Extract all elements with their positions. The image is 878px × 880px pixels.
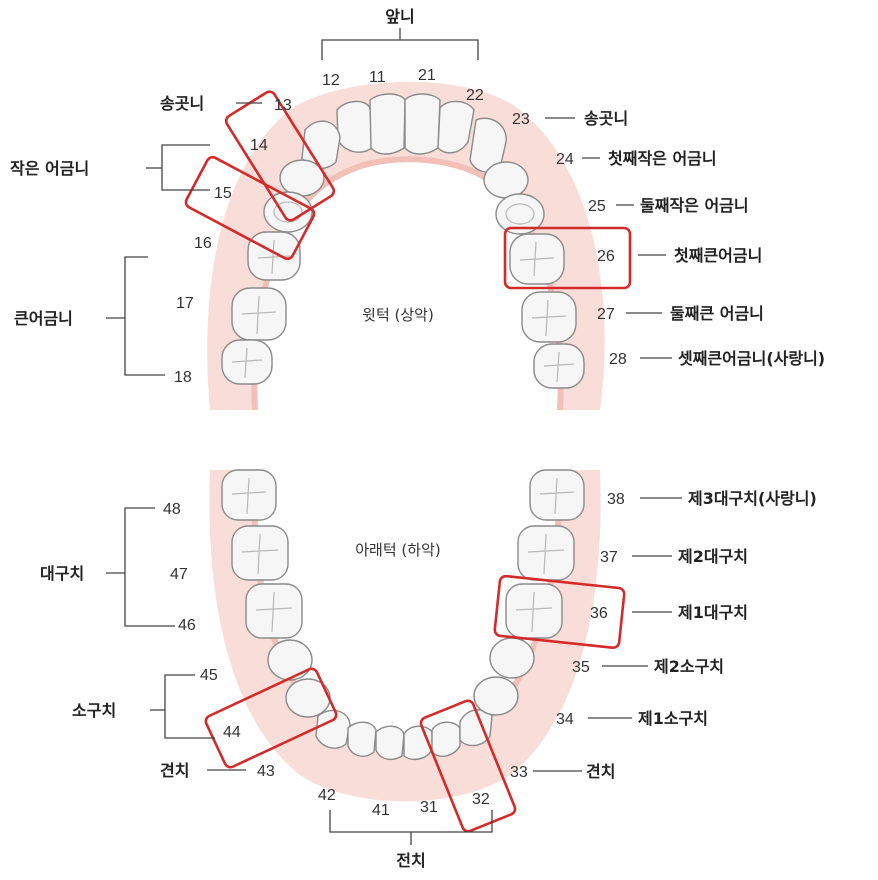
num-36: 36 xyxy=(590,605,608,622)
label-lower-molar-left: 대구치 xyxy=(40,564,84,583)
label-premolar-left: 작은 어금니 xyxy=(10,159,89,178)
num-23: 23 xyxy=(512,111,530,128)
num-37: 37 xyxy=(600,549,618,566)
tooth-18 xyxy=(222,340,272,384)
tooth-11 xyxy=(370,94,405,154)
num-45: 45 xyxy=(200,667,218,684)
label-tooth-36: 제1대구치 xyxy=(678,603,748,622)
num-31: 31 xyxy=(420,799,438,816)
num-17: 17 xyxy=(176,295,194,312)
num-24: 24 xyxy=(556,151,574,168)
num-38: 38 xyxy=(607,491,625,508)
num-21: 21 xyxy=(418,67,436,84)
label-tooth-38: 제3대구치(사랑니) xyxy=(688,489,817,508)
label-front-teeth: 앞니 xyxy=(385,7,414,26)
num-34: 34 xyxy=(556,711,574,728)
num-18: 18 xyxy=(174,369,192,386)
num-11: 11 xyxy=(369,69,386,86)
label-tooth-27: 둘째큰 어금니 xyxy=(670,304,764,323)
num-48: 48 xyxy=(163,501,181,518)
label-tooth-34: 제1소구치 xyxy=(638,709,708,728)
tooth-48 xyxy=(222,470,276,520)
num-13: 13 xyxy=(274,97,292,114)
label-lower-front: 전치 xyxy=(396,851,425,870)
num-44: 44 xyxy=(223,724,241,741)
lower-jaw-title: 아래턱 (하악) xyxy=(355,541,440,559)
label-lower-canine-left: 견치 xyxy=(160,761,189,780)
num-41: 41 xyxy=(372,802,390,819)
tooth-43 xyxy=(316,710,350,748)
num-26: 26 xyxy=(597,248,615,265)
label-tooth-37: 제2대구치 xyxy=(678,547,748,566)
tooth-32 xyxy=(432,722,460,756)
tooth-45 xyxy=(268,640,312,680)
tooth-38 xyxy=(530,470,584,520)
label-canine-left: 송곳니 xyxy=(160,94,204,113)
num-42: 42 xyxy=(318,787,336,804)
tooth-17 xyxy=(232,288,286,340)
label-lower-canine-right: 견치 xyxy=(586,762,615,781)
num-46: 46 xyxy=(178,617,196,634)
num-33: 33 xyxy=(510,764,528,781)
label-tooth-24: 첫째작은 어금니 xyxy=(608,149,717,168)
label-tooth-35: 제2소구치 xyxy=(654,657,724,676)
num-43: 43 xyxy=(257,763,275,780)
label-tooth-28: 셋째큰어금니(사랑니) xyxy=(678,349,825,368)
num-35: 35 xyxy=(572,659,590,676)
num-14: 14 xyxy=(250,137,268,154)
tooth-42 xyxy=(348,722,376,756)
num-16: 16 xyxy=(194,235,212,252)
tooth-41 xyxy=(376,726,404,759)
tooth-28 xyxy=(534,344,584,388)
tooth-24 xyxy=(484,162,528,198)
num-12: 12 xyxy=(322,72,340,89)
tooth-35 xyxy=(490,638,534,678)
num-15: 15 xyxy=(214,185,232,202)
tooth-21 xyxy=(405,94,440,154)
label-molar-left: 큰어금니 xyxy=(14,309,73,328)
num-22: 22 xyxy=(466,87,484,104)
tooth-34 xyxy=(474,677,518,715)
label-tooth-26: 첫째큰어금니 xyxy=(674,246,762,265)
num-25: 25 xyxy=(588,198,606,215)
label-lower-premolar-left: 소구치 xyxy=(72,701,116,720)
label-canine-right: 송곳니 xyxy=(584,109,628,128)
num-28: 28 xyxy=(609,351,627,368)
tooth-12 xyxy=(337,101,372,152)
upper-jaw-title: 윗턱 (상악) xyxy=(362,306,434,324)
num-27: 27 xyxy=(597,306,615,323)
label-tooth-25: 둘째작은 어금니 xyxy=(640,196,749,215)
num-32: 32 xyxy=(472,791,490,808)
num-47: 47 xyxy=(170,566,188,583)
